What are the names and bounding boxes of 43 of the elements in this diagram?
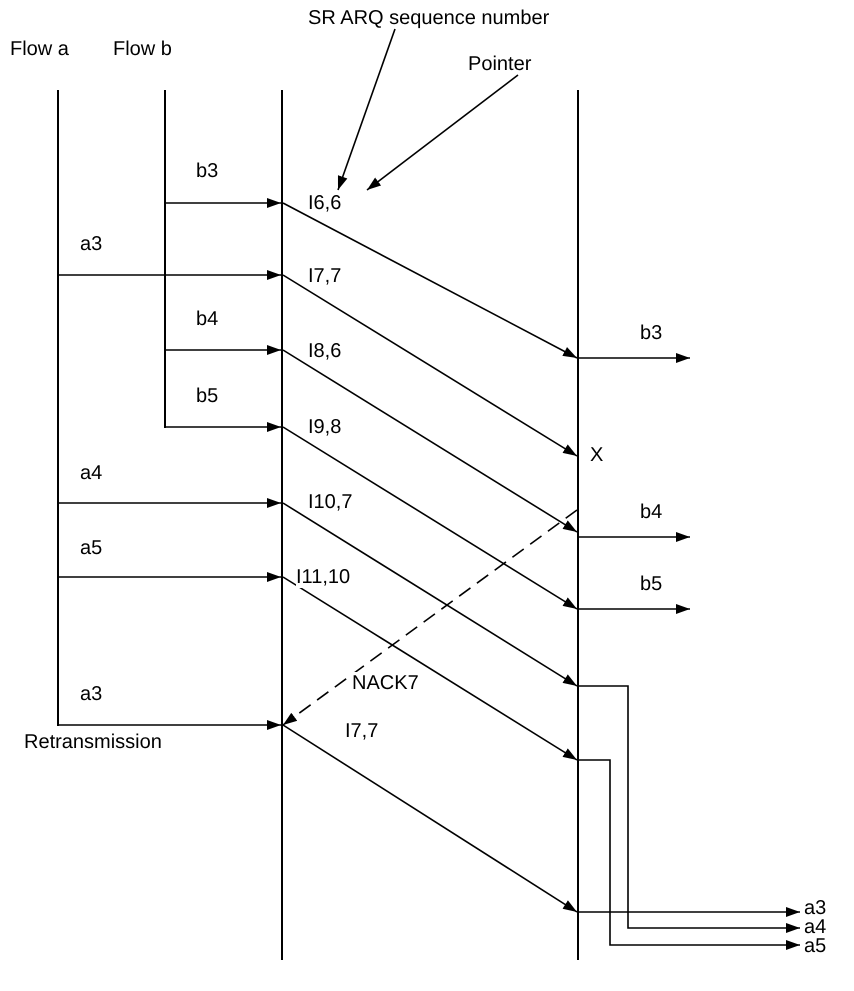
note: Retransmission: [24, 731, 162, 753]
lost-mark: X: [590, 444, 604, 466]
arrow: [59, 572, 281, 582]
arrow: [282, 426, 578, 610]
arrow: [282, 202, 578, 359]
edge-label: I6,6: [308, 192, 342, 214]
edge-label: I11,10: [296, 566, 350, 588]
leader-line: [337, 28, 396, 190]
flow-label: Flow a: [10, 38, 69, 60]
arrow: [579, 759, 800, 950]
edge-label: a3: [804, 899, 826, 917]
arrow: [282, 509, 578, 726]
arrow: [282, 502, 578, 687]
edge-label: I10,7: [308, 491, 352, 513]
edge-label: I9,8: [308, 416, 342, 438]
flow-label: Flow b: [113, 38, 172, 60]
lifeline: [57, 90, 59, 726]
edge-label: a5: [804, 937, 826, 955]
arrow: [282, 349, 578, 533]
arrow: [579, 353, 690, 363]
arrow: [166, 422, 281, 432]
lifeline: [577, 90, 579, 960]
arrow: [166, 345, 281, 355]
arrow: [579, 907, 800, 917]
arrow: [579, 532, 690, 542]
edge-label: I7,7: [345, 720, 378, 742]
arrow: [59, 498, 281, 508]
arrow: [59, 270, 281, 280]
arrow: [282, 274, 578, 457]
annotation-text: Pointer: [468, 53, 532, 75]
lifeline: [164, 90, 166, 428]
arrow: [282, 724, 578, 913]
arrow: [59, 720, 281, 730]
edge-label: a4: [804, 918, 826, 936]
edge-label: I7,7: [308, 265, 342, 287]
arrow: [579, 604, 690, 614]
lifeline: [281, 90, 283, 960]
arrow: [282, 576, 578, 761]
leader-line: [366, 74, 518, 191]
annotation-text: SR ARQ sequence number: [308, 7, 550, 29]
edge-label: I8,6: [308, 340, 342, 362]
arrow: [166, 198, 281, 208]
arrow: [579, 685, 800, 933]
